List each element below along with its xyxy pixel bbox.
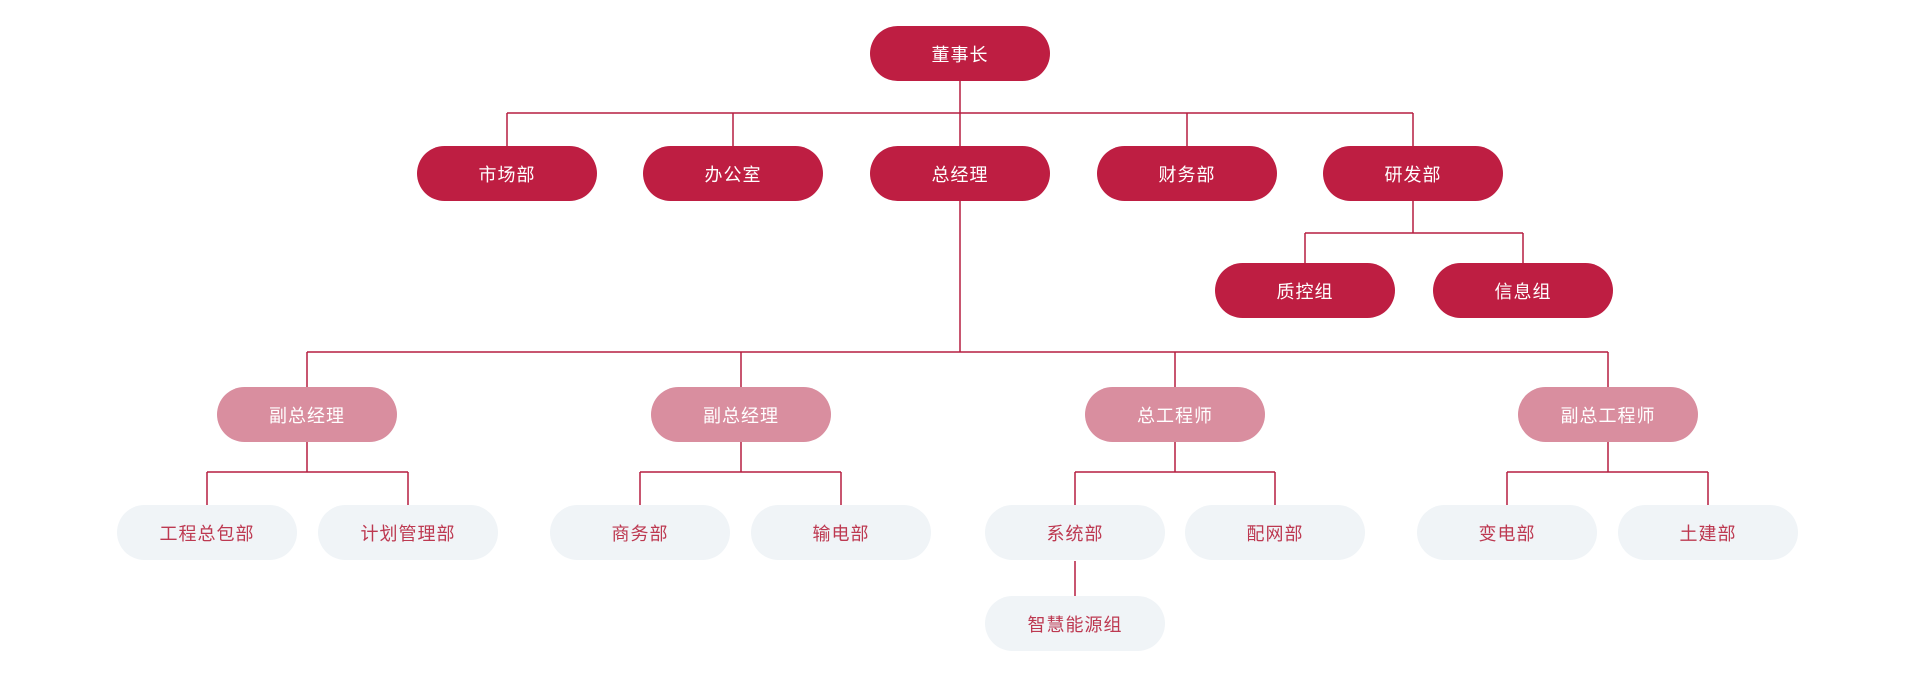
org-node-smart-energy-group[interactable]: 智慧能源组 <box>985 596 1165 651</box>
org-node-rd-dept[interactable]: 研发部 <box>1323 146 1503 201</box>
org-node-finance-dept[interactable]: 财务部 <box>1097 146 1277 201</box>
org-node-epc-dept[interactable]: 工程总包部 <box>117 505 297 560</box>
org-node-info-group[interactable]: 信息组 <box>1433 263 1613 318</box>
org-node-deputy-gm-2[interactable]: 副总经理 <box>651 387 831 442</box>
org-node-system-dept[interactable]: 系统部 <box>985 505 1165 560</box>
org-node-civil-dept[interactable]: 土建部 <box>1618 505 1798 560</box>
org-node-marketing-dept[interactable]: 市场部 <box>417 146 597 201</box>
org-node-chairman[interactable]: 董事长 <box>870 26 1050 81</box>
org-node-planning-dept[interactable]: 计划管理部 <box>318 505 498 560</box>
org-node-chief-engineer[interactable]: 总工程师 <box>1085 387 1265 442</box>
org-node-office[interactable]: 办公室 <box>643 146 823 201</box>
org-node-general-manager[interactable]: 总经理 <box>870 146 1050 201</box>
org-node-deputy-chief-engineer[interactable]: 副总工程师 <box>1518 387 1698 442</box>
org-node-distribution-dept[interactable]: 配网部 <box>1185 505 1365 560</box>
org-node-commerce-dept[interactable]: 商务部 <box>550 505 730 560</box>
org-node-qc-group[interactable]: 质控组 <box>1215 263 1395 318</box>
org-node-transmission-dept[interactable]: 输电部 <box>751 505 931 560</box>
org-node-substation-dept[interactable]: 变电部 <box>1417 505 1597 560</box>
org-node-deputy-gm-1[interactable]: 副总经理 <box>217 387 397 442</box>
